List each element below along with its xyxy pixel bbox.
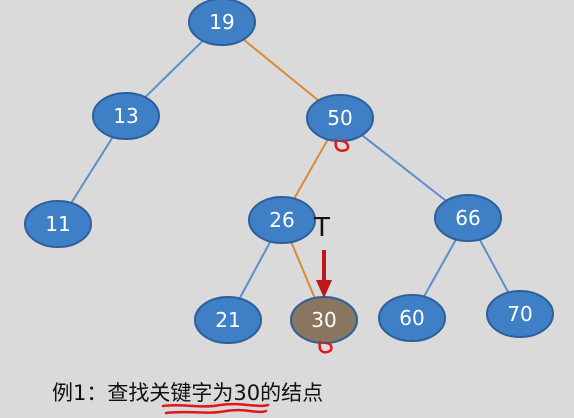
tree-node-30: 30 [290,296,358,344]
node-shape [486,290,554,338]
tree-node-19: 19 [188,0,256,46]
node-shape [188,0,256,46]
tree-node-60: 60 [378,294,446,342]
tree-node-11: 11 [24,200,92,248]
caption-text: 例1：查找关键字为30的结点 [52,381,323,405]
node-shape [92,92,160,140]
pointer-label-t: T [313,213,330,243]
caption-suffix: 的结点 [260,381,323,405]
node-shape [194,296,262,344]
handwritten-marks [318,138,350,354]
caption-keyword: 关键字为30 [149,381,260,405]
node-shape [306,94,374,142]
node-label: 21 [215,308,240,332]
caption-underline-2 [164,408,268,415]
node-label: 26 [269,208,294,232]
node-label: 19 [209,10,234,34]
node-shape [248,196,316,244]
tree-node-70: 70 [486,290,554,338]
tree-node-66: 66 [434,194,502,242]
node-shape [24,200,92,248]
pointer-arrowhead [316,280,332,298]
tree-nodes: 19 13 50 11 26 66 21 30 60 70 [24,0,554,344]
node-label: 13 [113,104,138,128]
caption-underline [161,402,270,408]
caption-prefix: 例1：查找 [52,381,149,405]
caption: 例1：查找关键字为30的结点 [52,381,323,415]
tree-node-50: 50 [306,94,374,142]
node-label: 50 [327,106,352,130]
tree-node-21: 21 [194,296,262,344]
node-label: 70 [507,302,532,326]
node-label: 30 [311,308,336,332]
annotation-mark-30 [318,340,333,354]
node-label: 11 [45,212,70,236]
node-label: 60 [399,306,424,330]
node-shape [434,194,502,242]
node-label: 66 [455,206,480,230]
tree-edges [57,21,521,321]
annotation-mark-50 [334,138,350,152]
tree-node-13: 13 [92,92,160,140]
node-shape [378,294,446,342]
search-pointer: T [313,213,332,298]
tree-node-26: 26 [248,196,316,244]
